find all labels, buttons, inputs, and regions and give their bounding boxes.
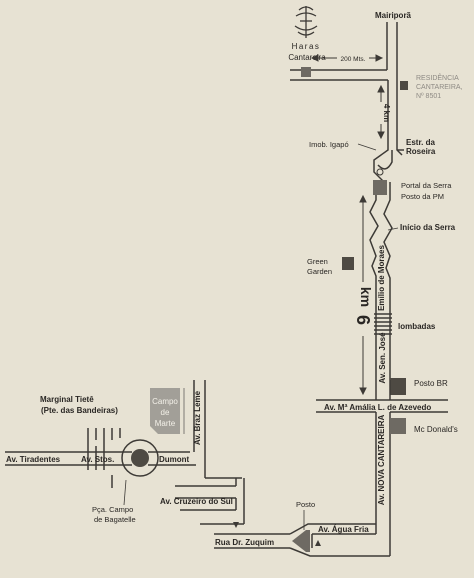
- label-mairipora: Mairiporã: [375, 11, 412, 20]
- label-green-1: Green: [307, 257, 328, 266]
- bagatelle-roundabout-ring: [121, 439, 159, 477]
- av-maria-amalia-road: [316, 380, 448, 413]
- label-emilio: Emílio de Moraes: [377, 245, 386, 311]
- label-rua-zuquim: Rua Dr. Zuquim: [215, 538, 274, 547]
- roseira-fork: [373, 140, 404, 183]
- portal-marker: [373, 180, 387, 195]
- label-av-braz-leme: Av. Braz Leme: [193, 390, 202, 445]
- label-av-cruzeiro: Av. Cruzeiro do Sul: [160, 497, 233, 506]
- label-green-2: Garden: [307, 267, 332, 276]
- label-posto: Posto: [296, 500, 315, 509]
- pca-leader: [123, 479, 127, 506]
- agua-fria-arrow: [315, 540, 321, 546]
- label-dumont: Dumont: [159, 455, 190, 464]
- label-posto-br: Posto BR: [414, 379, 448, 388]
- label-portal-1: Portal da Serra: [401, 181, 452, 190]
- label-av-stos: Av. Stos.: [81, 455, 114, 464]
- label-av-maria-amalia: Av. Mª Amália L. de Azevedo: [324, 403, 431, 412]
- label-lombadas: lombadas: [398, 322, 436, 331]
- portal-circle: [376, 168, 384, 176]
- label-pca-1: Pça. Campo: [92, 505, 133, 514]
- logo-line-2: Cantareira: [288, 53, 326, 62]
- label-4km: 4 km: [382, 104, 391, 122]
- label-residencia-3: Nº 8501: [416, 93, 441, 100]
- campo-de-marte: [150, 388, 185, 434]
- label-av-agua-fria: Av. Água Fria: [318, 525, 369, 534]
- imob-leader: [357, 143, 377, 151]
- label-marginal-1: Marginal Tietê: [40, 395, 94, 404]
- cruzeiro-arrow: [233, 522, 239, 528]
- bagatelle-roundabout: [131, 449, 149, 467]
- label-av-nova-cantareira: Av. NOVA CANTAREIRA: [377, 415, 386, 506]
- label-campo-2: de: [161, 408, 170, 417]
- inicio-leader: [387, 227, 399, 231]
- residencia-marker: [400, 81, 408, 90]
- label-marginal-2: (Pte. das Bandeiras): [41, 406, 118, 415]
- label-residencia-1: RESIDÊNCIA: [416, 73, 459, 82]
- label-mc-donalds: Mc Donald's: [414, 425, 458, 434]
- marginal-tiete-road: [87, 428, 121, 488]
- label-imob-igapo: Imob. Igapó: [309, 140, 349, 149]
- mc-donalds-marker: [390, 418, 406, 434]
- label-residencia-2: CANTAREIRA,: [416, 84, 463, 91]
- serra-road: [369, 182, 393, 380]
- posto-br-marker: [390, 378, 406, 395]
- label-campo-3: Marte: [155, 419, 176, 428]
- label-estr-roseira-1: Estr. da: [406, 138, 435, 147]
- haras-cantareira-logo: [294, 6, 318, 38]
- label-av-tiradentes: Av. Tiradentes: [6, 455, 61, 464]
- label-km6-num: 6: [353, 315, 373, 325]
- label-inicio-serra: Início da Serra: [400, 223, 456, 232]
- label-campo-1: Campo: [152, 397, 178, 406]
- logo-line-1: Haras: [292, 42, 321, 51]
- label-pca-2: de Bagatelle: [94, 515, 136, 524]
- label-av-sen-jose: Av. Sen. José: [378, 332, 387, 384]
- av-agua-fria-road: [214, 515, 391, 557]
- label-distance-200: 200 Mts.: [341, 56, 366, 63]
- distance-6km-bg: [354, 282, 372, 336]
- distance-200m-bg: [337, 53, 369, 63]
- label-estr-roseira-2: Roseira: [406, 147, 436, 156]
- distance-4km-bg: [376, 102, 386, 124]
- label-km6-unit: km: [358, 287, 374, 307]
- top-road: [290, 22, 398, 140]
- green-garden-marker: [342, 257, 354, 270]
- zuquim-wedge: [292, 530, 310, 552]
- label-portal-2: Posto da PM: [401, 192, 444, 201]
- speed-bumps: [374, 313, 392, 335]
- haras-marker: [301, 67, 311, 77]
